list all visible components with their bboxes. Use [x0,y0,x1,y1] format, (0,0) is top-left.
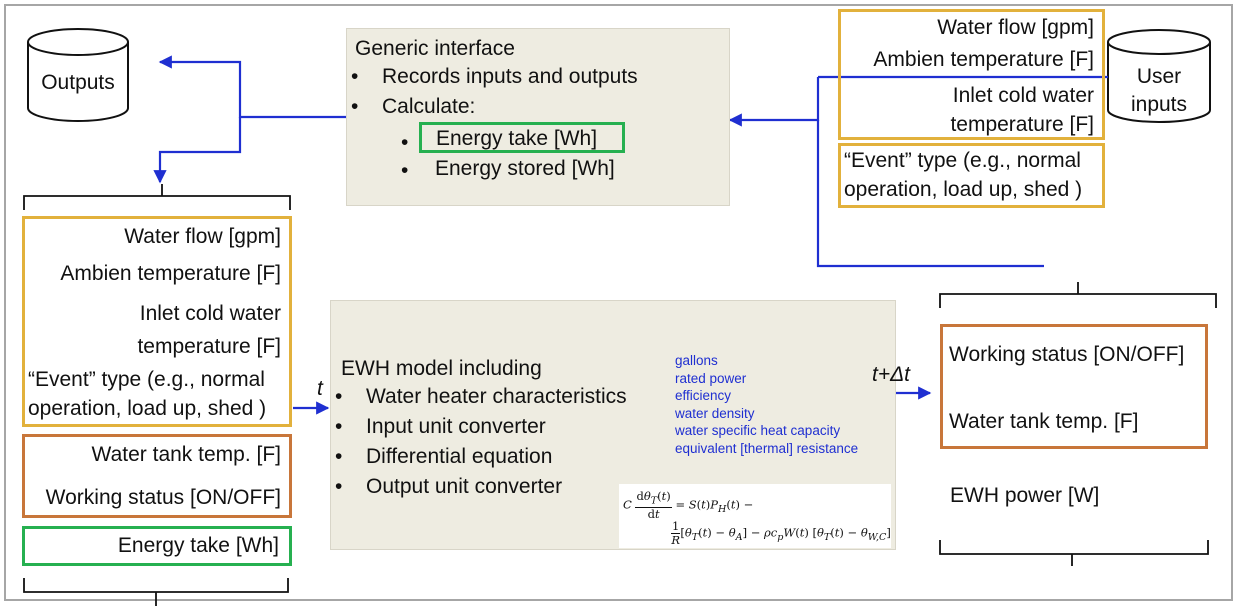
ui-water-flow: Water flow [gpm] [937,16,1094,39]
interface-bullet-records: Records inputs and outputs [347,62,638,92]
generic-interface-box: Generic interface Records inputs and out… [346,28,730,206]
param-thermal-resistance: equivalent [thermal] resistance [675,440,859,456]
right-top-brace [939,282,1217,308]
sub-bullet-dot-1: • [401,131,409,154]
outputs-db-icon [27,28,129,122]
right-bottom-brace [939,540,1209,566]
le-energy-take: Energy take [Wh] [117,534,279,557]
li-inlet-line1: Inlet cold water [139,302,281,325]
out-tank-temp: Water tank temp. [F] [949,410,1139,433]
user-db-label-line2: inputs [1130,93,1188,116]
outputs-to-left-brace-arrow [153,117,242,184]
model-bullets: Water heater characteristics Input unit … [331,382,627,502]
outputs-db-label: Outputs [41,71,115,94]
out-power: EWH power [W] [950,484,1100,507]
li-event-line1: “Event” type (e.g., normal [28,368,265,391]
ui-inlet-line2: temperature [F] [950,113,1094,136]
model-bullet-characteristics: Water heater characteristics [331,382,627,412]
left-top-brace [23,184,291,210]
ui-inlet-line1: Inlet cold water [952,84,1094,107]
param-rated-power: rated power [675,370,747,386]
li-event-line2: operation, load up, shed ) [28,397,267,420]
left-inputs-panel: Water flow [gpm] Ambien temperature [F] … [22,216,292,427]
ewh-model-box: EWH model including Water heater charact… [330,300,896,550]
param-specific-heat: water specific heat capacity [675,423,841,438]
ui-ambient: Ambien temperature [F] [873,48,1094,71]
param-water-density: water density [675,405,755,421]
ui-event-line2: operation, load up, shed ) [844,178,1083,201]
user-event-panel: “Event” type (e.g., normal operation, lo… [838,143,1105,208]
model-bullet-input-converter: Input unit converter [331,412,627,442]
user-db-label-line1: User [1136,65,1182,88]
left-bottom-brace [23,578,289,606]
energy-take-highlight: Energy take [Wh] [419,122,625,153]
sub-bullet-energy-stored: Energy stored [Wh] [435,157,615,180]
t-output-label: t+Δt [872,362,910,388]
model-bullet-output-converter: Output unit converter [331,472,627,502]
t-input-label: t [317,377,323,400]
ls-working-status: Working status [ON/OFF] [45,486,281,509]
interface-bullets: Records inputs and outputs Calculate: [347,62,638,122]
interface-bullet-calculate: Calculate: [347,92,638,122]
ui-event-line1: “Event” type (e.g., normal [844,149,1081,172]
li-ambient: Ambien temperature [F] [60,262,281,285]
left-states-panel: Water tank temp. [F] Working status [ON/… [22,434,292,518]
outputs-panel: Working status [ON/OFF] Water tank temp.… [940,324,1208,449]
t-output-text: t+Δt [872,363,911,386]
ls-tank-temp: Water tank temp. [F] [91,443,281,466]
interface-to-outputs-arrow [158,55,346,119]
model-params-list: gallons rated power efficiency water den… [675,352,858,457]
user-to-outputs-brace-line [816,120,1044,268]
diagram-frame [4,4,1233,601]
user-inputs-panel: Water flow [gpm] Ambien temperature [F] … [838,9,1105,140]
sub-bullet-energy-take: Energy take [Wh] [436,127,598,150]
li-inlet-line2: temperature [F] [137,335,281,358]
interface-title: Generic interface [355,37,515,60]
user-inputs-db-icon [1107,29,1211,123]
left-energy-panel: Energy take [Wh] [22,526,292,566]
user-to-interface-arrow [728,77,820,127]
out-working-status: Working status [ON/OFF] [949,343,1185,366]
sub-bullet-dot-2: • [401,159,409,182]
param-efficiency: efficiency [675,388,732,403]
model-title: EWH model including [341,357,542,380]
model-bullet-differential: Differential equation [331,442,627,472]
li-water-flow: Water flow [gpm] [124,225,281,248]
param-gallons: gallons [675,353,718,368]
